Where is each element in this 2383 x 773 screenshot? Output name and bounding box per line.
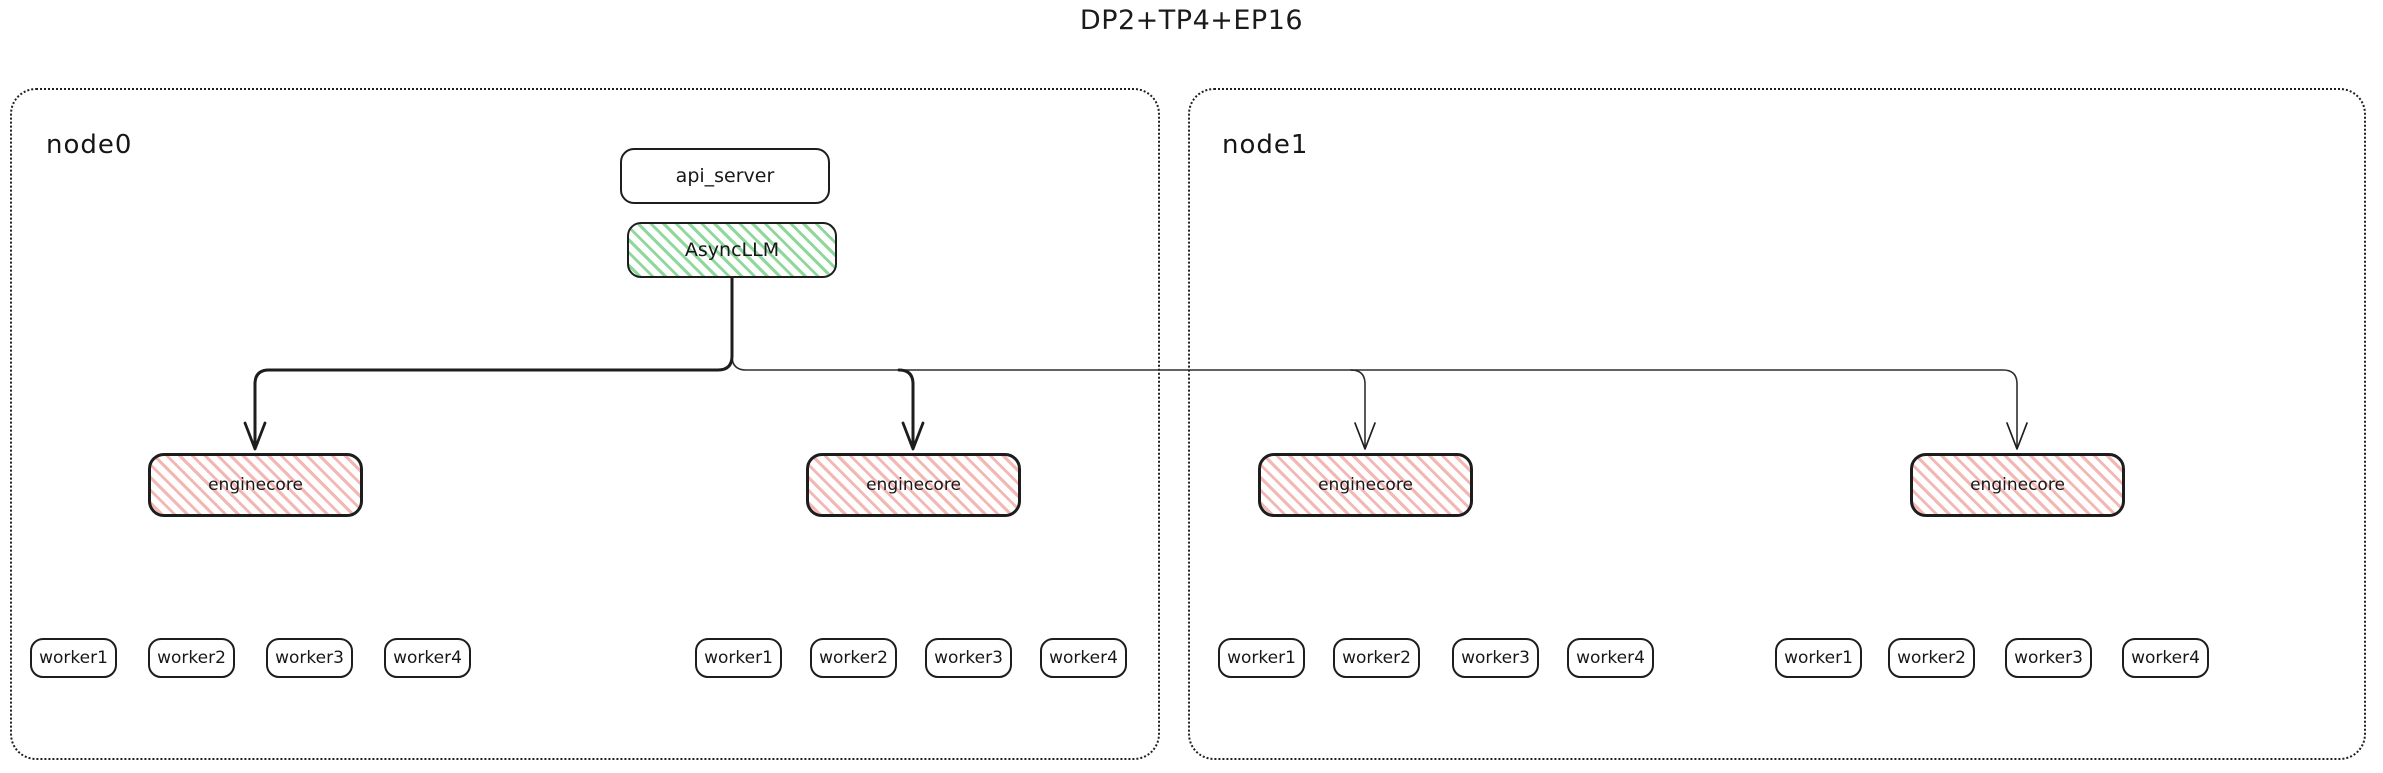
enginecore-box-label: enginecore xyxy=(1318,475,1413,495)
arrowhead xyxy=(243,421,267,451)
enginecore-box[interactable]: enginecore xyxy=(806,453,1021,517)
connector-path xyxy=(731,355,2018,448)
worker-box[interactable]: worker3 xyxy=(266,638,353,678)
worker-box[interactable]: worker3 xyxy=(2005,638,2092,678)
node-label-node0: node0 xyxy=(46,130,133,160)
page-title: DP2+TP4+EP16 xyxy=(1079,5,1304,36)
enginecore-box-label: enginecore xyxy=(866,475,961,495)
worker-box-label: worker1 xyxy=(1784,648,1853,668)
worker-box[interactable]: worker4 xyxy=(384,638,471,678)
worker-box[interactable]: worker3 xyxy=(1452,638,1539,678)
api_server-box[interactable]: api_server xyxy=(620,148,830,204)
worker-box[interactable]: worker2 xyxy=(148,638,235,678)
connector-path xyxy=(897,368,915,449)
worker-box[interactable]: worker4 xyxy=(2122,638,2209,678)
worker-box[interactable]: worker1 xyxy=(695,638,782,678)
enginecore-box[interactable]: enginecore xyxy=(148,453,363,517)
connector-path xyxy=(253,354,734,449)
worker-box[interactable]: worker4 xyxy=(1567,638,1654,678)
worker-box[interactable]: worker2 xyxy=(1888,638,1975,678)
arrowhead xyxy=(1354,422,1376,450)
node-container-node1 xyxy=(1188,88,2366,760)
worker-box-label: worker2 xyxy=(1342,648,1411,668)
api_server-box-label: api_server xyxy=(675,165,775,187)
enginecore-box-label: enginecore xyxy=(1970,475,2065,495)
worker-box-label: worker2 xyxy=(819,648,888,668)
worker-box[interactable]: worker2 xyxy=(810,638,897,678)
worker-box-label: worker3 xyxy=(2014,648,2083,668)
worker-box[interactable]: worker3 xyxy=(925,638,1012,678)
worker-box-label: worker2 xyxy=(1897,648,1966,668)
worker-box[interactable]: worker4 xyxy=(1040,638,1127,678)
worker-box[interactable]: worker1 xyxy=(1218,638,1305,678)
worker-box-label: worker3 xyxy=(934,648,1003,668)
node-container-node0 xyxy=(10,88,1160,760)
worker-box-label: worker4 xyxy=(1576,648,1645,668)
worker-box[interactable]: worker1 xyxy=(1775,638,1862,678)
worker-box-label: worker1 xyxy=(704,648,773,668)
worker-box-label: worker3 xyxy=(1461,648,1530,668)
worker-box[interactable]: worker1 xyxy=(30,638,117,678)
worker-box[interactable]: worker2 xyxy=(1333,638,1420,678)
enginecore-box[interactable]: enginecore xyxy=(1910,453,2125,517)
worker-box-label: worker1 xyxy=(39,648,108,668)
worker-box-label: worker4 xyxy=(393,648,462,668)
worker-box-label: worker1 xyxy=(1227,648,1296,668)
worker-box-label: worker2 xyxy=(157,648,226,668)
worker-box-label: worker3 xyxy=(275,648,344,668)
async_llm-box-label: AsyncLLM xyxy=(684,239,780,261)
async_llm-box[interactable]: AsyncLLM xyxy=(627,222,837,278)
worker-box-label: worker4 xyxy=(1049,648,1118,668)
enginecore-box[interactable]: enginecore xyxy=(1258,453,1473,517)
arrowhead xyxy=(2006,422,2028,450)
connector-path xyxy=(1350,369,1366,448)
node-label-node1: node1 xyxy=(1222,130,1309,160)
arrowhead xyxy=(901,421,925,451)
enginecore-box-label: enginecore xyxy=(208,475,303,495)
worker-box-label: worker4 xyxy=(2131,648,2200,668)
